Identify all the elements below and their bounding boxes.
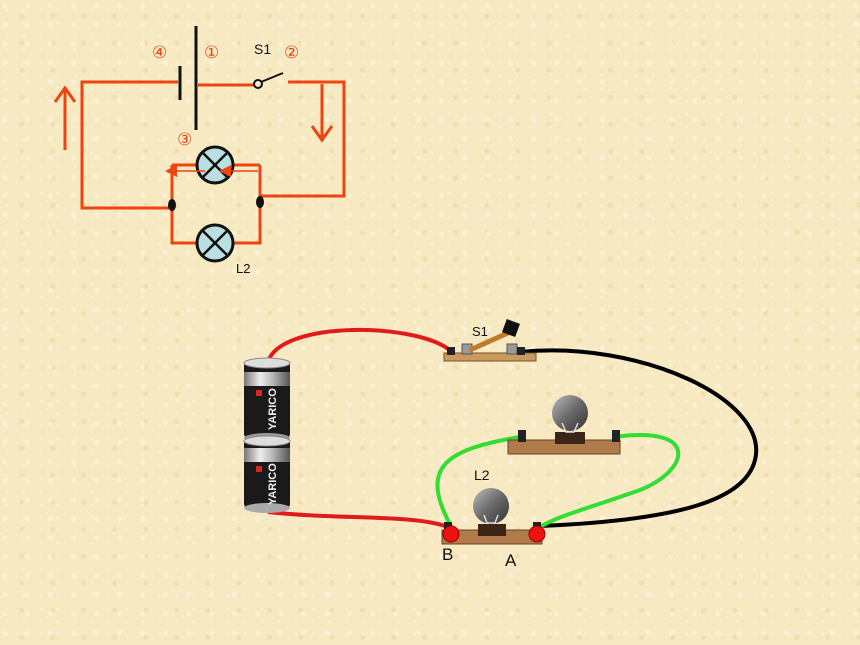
junction-dot-right [256, 196, 264, 208]
label-l2: L2 [236, 261, 250, 276]
battery-bottom [243, 435, 291, 513]
red-wire-bottom [267, 510, 451, 530]
battery-bottom-brand: YARICO [267, 463, 279, 505]
terminal-a-dot [528, 525, 546, 543]
lamp-l1-holder [507, 395, 621, 455]
label-s1: S1 [254, 41, 271, 57]
terminal-a-label: A [505, 551, 517, 570]
green-wire-left [435, 435, 521, 529]
junction-dot-left [168, 199, 176, 211]
lamp-l2-symbol [195, 223, 235, 263]
red-wire-top [266, 328, 454, 363]
lamp-l1-symbol [195, 145, 235, 185]
green-wire-right [538, 433, 681, 529]
knife-switch-s1 [443, 319, 537, 362]
label-num2: ② [284, 43, 299, 63]
current-arrow-down [310, 84, 334, 143]
terminal-b-dot [442, 525, 460, 543]
label-num4: ④ [152, 43, 167, 63]
terminal-b-label: B [442, 545, 453, 564]
black-wire [519, 348, 759, 528]
lamp-l2-label: L2 [474, 467, 490, 483]
battery-top [243, 357, 291, 443]
battery-top-brand: YARICO [267, 388, 279, 430]
switch-s1-label: S1 [472, 324, 488, 339]
battery-symbol [178, 26, 198, 130]
switch-s1-symbol [253, 72, 284, 89]
label-num1: ① [204, 43, 219, 63]
physical-circuit: YARICO YARICO S1 [243, 319, 759, 570]
schematic-diagram: ④ ① S1 ② ③ L2 [53, 26, 346, 276]
label-num3: ③ [177, 130, 192, 150]
current-arrow-up [53, 85, 77, 150]
